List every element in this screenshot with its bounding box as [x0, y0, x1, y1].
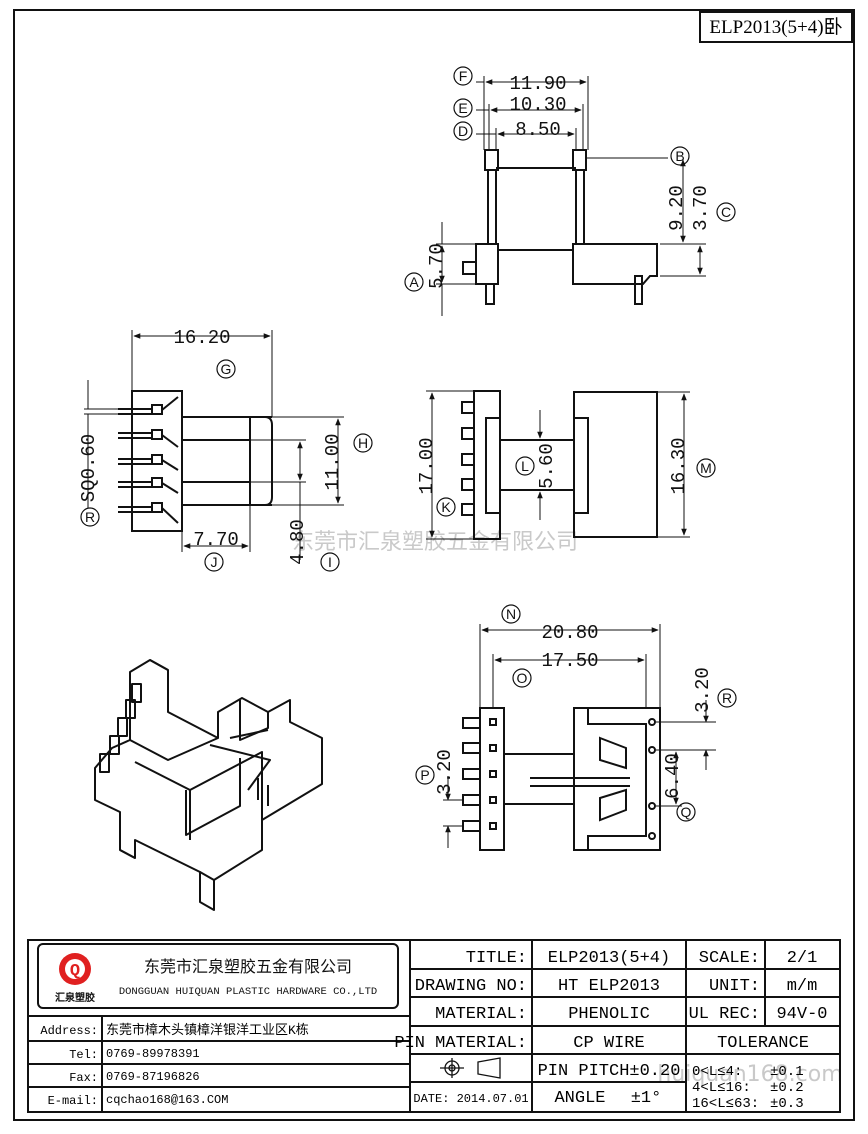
callout-d: D — [458, 123, 468, 139]
callout-m: M — [700, 460, 712, 476]
title-value: ELP2013(5+4) — [548, 949, 670, 968]
bottom-view-callouts — [415, 604, 737, 822]
drawing-no-value: HT ELP2013 — [558, 977, 660, 996]
material-label: MATERIAL: — [435, 1005, 527, 1024]
bottom-view — [462, 707, 661, 851]
side-view-dims — [84, 330, 344, 560]
address-label: Address: — [40, 1024, 98, 1038]
date: DATE: 2014.07.01 — [413, 1092, 528, 1106]
side-view — [118, 390, 273, 532]
callout-b: B — [675, 148, 684, 164]
email-value: cqchao168@163.COM — [106, 1093, 228, 1107]
pin-material-value: CP WIRE — [573, 1034, 644, 1053]
dim-4-80: 4.80 — [287, 519, 309, 565]
ul-rec-label: UL REC: — [689, 1005, 760, 1024]
ul-rec-value: 94V-0 — [776, 1005, 827, 1024]
front-view — [461, 390, 658, 540]
angle-value: ±1° — [631, 1089, 662, 1108]
dim-7-70: 7.70 — [193, 529, 239, 551]
dim-16-20: 16.20 — [173, 327, 230, 349]
callout-c: C — [721, 204, 731, 220]
side-view-callouts — [80, 359, 373, 572]
front-view-dims — [426, 390, 690, 540]
dim-20-80: 20.80 — [541, 622, 598, 644]
dim-5-60: 5.60 — [536, 443, 558, 489]
dim-10-30: 10.30 — [509, 94, 566, 116]
callout-r-side: R — [85, 509, 95, 525]
address-value: 东莞市樟木头镇樟洋银洋工业区K栋 — [106, 1022, 309, 1038]
part-tag: ELP2013(5+4)卧 — [699, 11, 853, 43]
dim-17-50: 17.50 — [541, 650, 598, 672]
top-view-dims — [436, 76, 706, 316]
dim-9-20: 9.20 — [666, 185, 688, 231]
callout-i: I — [328, 554, 332, 570]
title-label: TITLE: — [466, 949, 527, 968]
tolerance-label: TOLERANCE — [717, 1034, 809, 1053]
callout-g: G — [221, 361, 232, 377]
dim-sq0-60: SQ0.60 — [78, 434, 100, 502]
dim-17-00: 17.00 — [416, 437, 438, 494]
dim-3-20-top: 3.20 — [692, 667, 714, 713]
title-block — [27, 939, 841, 1113]
front-view-callouts — [436, 456, 716, 517]
callout-h: H — [358, 435, 368, 451]
projection-symbol — [440, 1057, 501, 1079]
tol-value-1: ±0.1 — [770, 1064, 804, 1080]
sheet-border — [13, 9, 855, 1121]
tel-label: Tel: — [69, 1048, 98, 1062]
callout-f: F — [459, 68, 468, 84]
callout-p: P — [420, 767, 429, 783]
logo-letter: Q — [70, 962, 80, 981]
unit-label: UNIT: — [709, 977, 760, 996]
dim-3-70: 3.70 — [690, 185, 712, 231]
tol-range-2: 4<L≤16: — [692, 1080, 751, 1096]
top-view-callouts — [404, 66, 736, 292]
part-tag-text: ELP2013(5+4)卧 — [709, 16, 842, 38]
material-value: PHENOLIC — [568, 1005, 650, 1024]
email-label: E-mail: — [48, 1094, 98, 1108]
company-logo: Q 汇泉塑胶 — [55, 953, 95, 1005]
logo-text: 汇泉塑胶 — [55, 991, 95, 1005]
dim-6-40: 6.40 — [662, 753, 684, 799]
fax-value: 0769-87196826 — [106, 1070, 200, 1084]
top-view — [462, 149, 658, 305]
watermark-company: 东莞市汇泉塑胶五金有限公司 — [292, 530, 578, 555]
callout-l: L — [521, 458, 529, 474]
tol-value-3: ±0.3 — [770, 1096, 804, 1112]
company-name-en: DONGGUAN HUIQUAN PLASTIC HARDWARE CO.,LT… — [119, 986, 377, 998]
callout-j: J — [211, 554, 218, 570]
dim-5-70: 5.70 — [426, 243, 448, 289]
callout-r-bottom: R — [722, 690, 732, 706]
scale-value: 2/1 — [787, 949, 818, 968]
callout-e: E — [458, 100, 467, 116]
callout-a: A — [409, 274, 419, 290]
pin-material-label: PIN MATERIAL: — [394, 1034, 527, 1053]
callout-k: K — [441, 499, 451, 515]
dim-3-20-left: 3.20 — [434, 749, 456, 795]
dim-11-00: 11.00 — [322, 433, 344, 490]
drawing-no-label: DRAWING NO: — [415, 977, 527, 996]
tol-range-1: 0<L≤4: — [692, 1064, 742, 1080]
dim-16-30: 16.30 — [668, 437, 690, 494]
callout-q: Q — [681, 804, 692, 820]
pin-pitch: PIN PITCH±0.20 — [538, 1062, 681, 1081]
bottom-view-dims — [443, 624, 716, 848]
angle-label: ANGLE — [554, 1089, 605, 1108]
fax-label: Fax: — [69, 1071, 98, 1085]
unit-value: m/m — [787, 977, 818, 996]
scale-label: SCALE: — [699, 949, 760, 968]
callout-n: N — [506, 606, 516, 622]
callout-o: O — [517, 670, 528, 686]
dim-8-50: 8.50 — [515, 119, 561, 141]
company-name-cn: 东莞市汇泉塑胶五金有限公司 — [144, 958, 352, 977]
dim-11-90: 11.90 — [509, 73, 566, 95]
isometric-view — [94, 659, 323, 911]
tol-value-2: ±0.2 — [770, 1080, 804, 1096]
tel-value: 0769-89978391 — [106, 1047, 200, 1061]
tol-range-3: 16<L≤63: — [692, 1096, 759, 1112]
watermark-url: huiquan168.com — [657, 1062, 842, 1087]
